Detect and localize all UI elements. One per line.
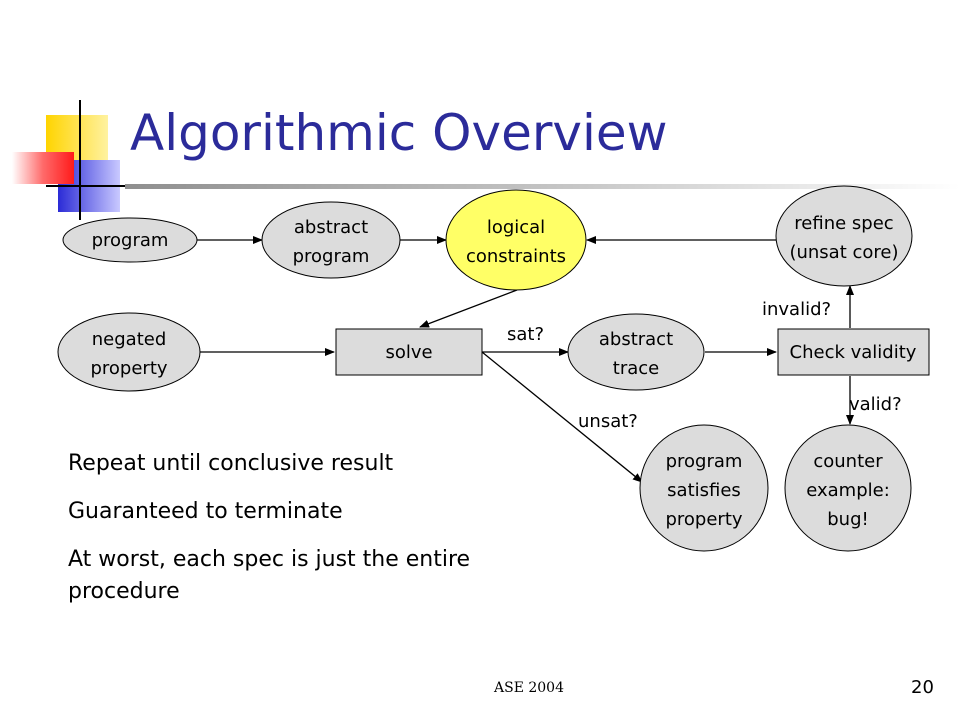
red-square — [12, 152, 74, 184]
node-logical-constraints-line1: logical — [487, 217, 545, 238]
node-negated-property-line1: negated — [92, 329, 167, 350]
title-underline — [125, 184, 960, 189]
node-check-validity-label: Check validity — [790, 342, 917, 363]
edge-solve-to-satisfies — [481, 351, 643, 483]
node-program-satisfies-line1: program — [666, 451, 743, 472]
slide-title: Algorithmic Overview — [130, 104, 668, 162]
node-refine-spec-line2: (unsat core) — [789, 242, 898, 263]
node-refine-spec: refine spec (unsat core) — [775, 185, 913, 287]
bullet-item: Guaranteed to terminate — [68, 499, 343, 524]
bullet-item: Repeat until conclusive result — [68, 451, 394, 476]
node-negated-property-line2: property — [90, 358, 167, 379]
edge-label-sat: sat? — [507, 324, 544, 345]
node-abstract-program: abstract program — [261, 201, 401, 279]
corner-decoration — [12, 100, 130, 220]
edge-label-invalid: invalid? — [762, 299, 831, 320]
node-program-satisfies: program satisfies property — [639, 424, 769, 552]
node-counter-example-line3: bug! — [827, 509, 868, 530]
node-abstract-program-line1: abstract — [294, 217, 368, 238]
node-program-label: program — [92, 230, 169, 251]
node-counter-example-line1: counter — [813, 451, 883, 472]
node-program-satisfies-line3: property — [665, 509, 742, 530]
node-abstract-trace-line1: abstract — [599, 329, 673, 350]
node-abstract-program-line2: program — [293, 246, 370, 267]
node-program: program — [62, 217, 198, 263]
edge-logical-to-solve — [419, 289, 518, 328]
node-solve: solve — [335, 328, 483, 376]
edge-label-unsat: unsat? — [578, 411, 638, 432]
footer-event: ASE 2004 — [494, 680, 564, 696]
bullet-list: Repeat until conclusive result Guarantee… — [68, 448, 488, 624]
node-logical-constraints: logical constraints — [445, 189, 587, 291]
bullet-item: At worst, each spec is just the entire p… — [68, 547, 471, 604]
page-number: 20 — [911, 677, 934, 698]
node-check-validity: Check validity — [777, 328, 930, 376]
node-program-satisfies-line2: satisfies — [667, 480, 741, 501]
node-logical-constraints-line2: constraints — [466, 246, 566, 267]
node-refine-spec-line1: refine spec — [794, 213, 893, 234]
node-solve-label: solve — [385, 342, 432, 363]
node-counter-example-line2: example: — [806, 480, 890, 501]
node-abstract-trace-line2: trace — [613, 358, 659, 379]
node-negated-property: negated property — [57, 312, 201, 392]
edge-label-valid: valid? — [849, 394, 902, 415]
node-counter-example: counter example: bug! — [784, 424, 912, 552]
node-abstract-trace: abstract trace — [567, 313, 705, 391]
